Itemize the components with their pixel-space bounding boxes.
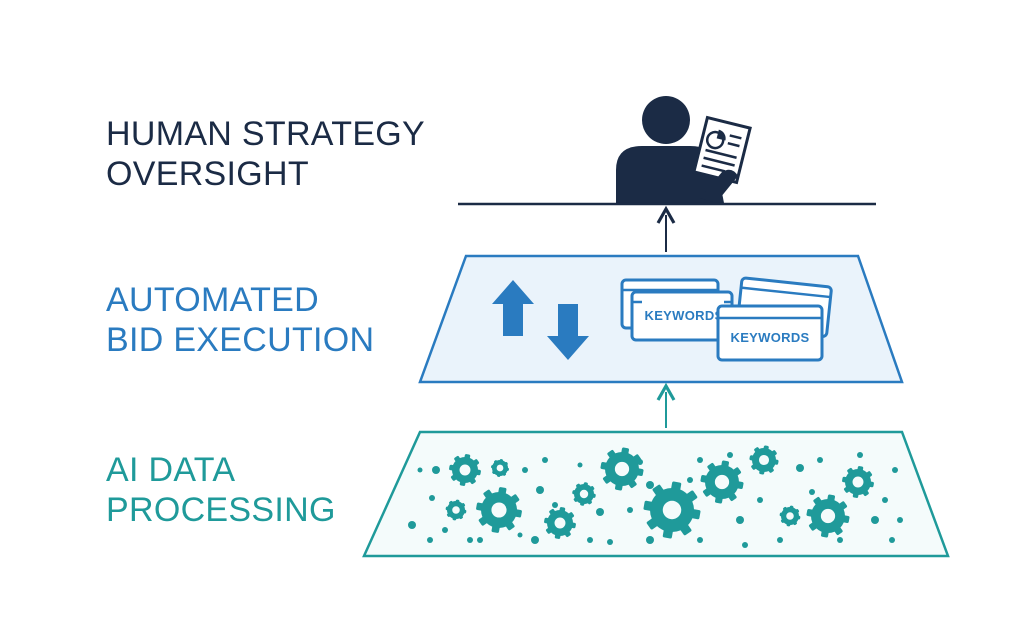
gear-icon (544, 507, 576, 539)
data-dot (542, 457, 548, 463)
keyword-card-back-label: KEYWORDS (645, 308, 724, 323)
data-dot (736, 516, 744, 524)
gear-icon (449, 454, 481, 486)
person-with-report-icon (616, 96, 752, 203)
data-dot (607, 539, 613, 545)
data-dot (627, 507, 633, 513)
data-dot (817, 457, 823, 463)
data-dot (727, 452, 733, 458)
data-dot (577, 462, 583, 468)
layer-label-line: HUMAN STRATEGY (106, 115, 426, 153)
layer-label-bid-execution: AUTOMATED BID EXECUTION (106, 280, 374, 360)
gear-icon (643, 481, 701, 539)
gear-icon (476, 487, 522, 533)
data-dot (531, 536, 539, 544)
data-dot (477, 537, 483, 543)
gear-icon (491, 459, 509, 477)
data-dot (637, 459, 643, 465)
gear-icon (572, 482, 596, 506)
layer-label-human-strategy: HUMAN STRATEGY OVERSIGHT (106, 114, 425, 194)
data-dot (742, 542, 748, 548)
data-dot (882, 497, 888, 503)
gear-icon (700, 460, 744, 504)
data-dot (467, 537, 473, 543)
data-dot (757, 497, 763, 503)
data-dot (432, 466, 440, 474)
data-dot (646, 536, 654, 544)
data-dot (596, 508, 604, 516)
data-dot (427, 537, 433, 543)
data-dot (522, 467, 528, 473)
data-dot (777, 537, 783, 543)
gear-icon (779, 505, 801, 527)
data-dot (809, 489, 815, 495)
layer-label-ai-processing: AI DATA PROCESSING (106, 450, 336, 530)
data-dot (897, 517, 903, 523)
gear-icon (806, 494, 850, 538)
data-dot (552, 502, 558, 508)
data-dot (646, 481, 654, 489)
data-dot (536, 486, 544, 494)
data-dot (587, 537, 593, 543)
data-dot (417, 467, 423, 473)
gears-icon (408, 445, 903, 548)
data-dot (796, 464, 804, 472)
gear-icon (842, 466, 874, 498)
layer-label-line: PROCESSING (106, 491, 336, 529)
up-down-arrows-icon (492, 280, 589, 360)
layer-label-line: BID EXECUTION (106, 321, 375, 359)
data-dot (837, 537, 843, 543)
layer-label-line: AI DATA (106, 451, 236, 489)
data-dot (408, 521, 416, 529)
layer-label-line: OVERSIGHT (106, 155, 309, 193)
keyword-card-front-label: KEYWORDS (731, 330, 810, 345)
data-dot (687, 477, 693, 483)
data-dot (892, 467, 898, 473)
data-dot (697, 457, 703, 463)
data-dot (857, 452, 863, 458)
data-dot (697, 537, 703, 543)
data-dot (871, 516, 879, 524)
gear-icon (445, 499, 467, 521)
gear-icon (749, 445, 779, 475)
data-dot (889, 537, 895, 543)
data-dot (429, 495, 435, 501)
data-dot (442, 527, 448, 533)
keyword-cards-icon: KEYWORDS KEYWORDS (620, 276, 833, 362)
data-dot (517, 532, 523, 538)
layer-label-line: AUTOMATED (106, 281, 320, 319)
